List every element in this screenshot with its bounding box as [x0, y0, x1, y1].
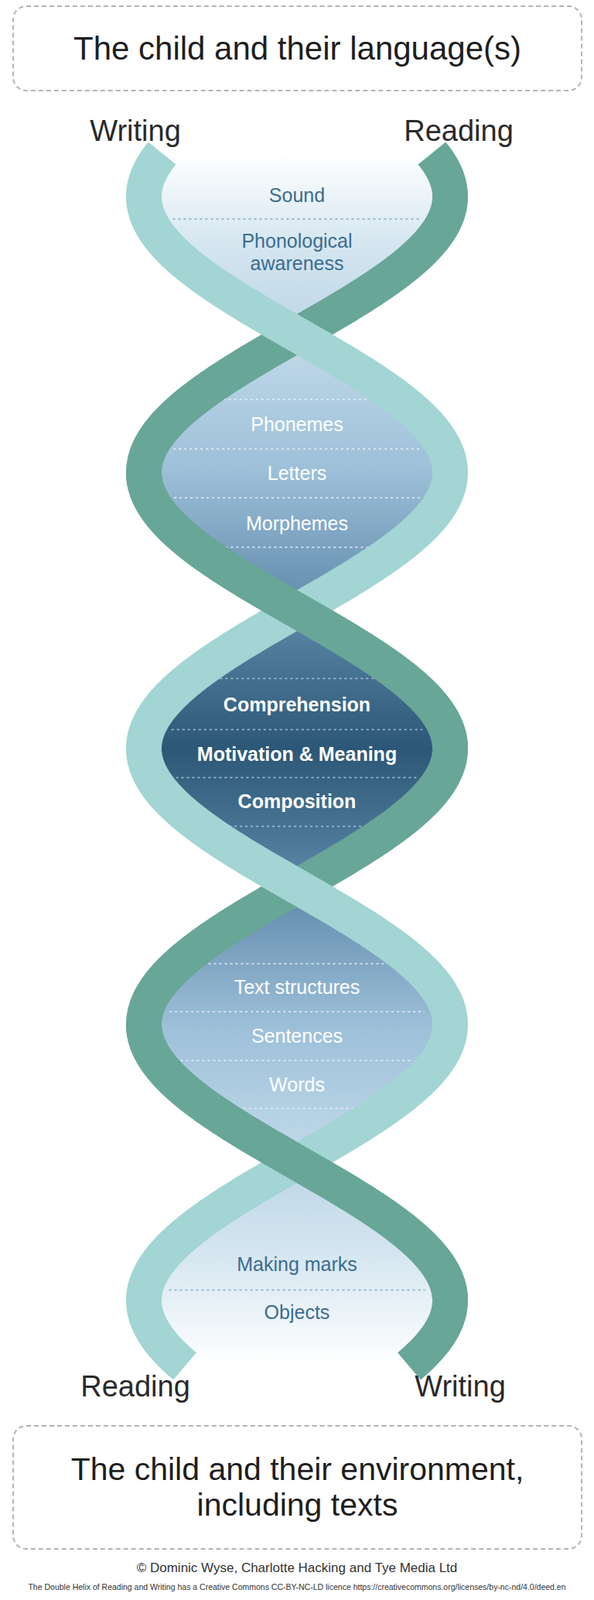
helix-rung-label: Motivation & Meaning [169, 742, 425, 765]
helix-rung-label: Sentences [180, 1024, 414, 1047]
helix-rung-label: Sound [180, 184, 414, 207]
helix-rung-band: SoundPhonological awareness [143, 153, 451, 335]
context-heading: The child and their language(s) [19, 30, 577, 67]
context-heading: The child and their environment, includi… [27, 1450, 569, 1523]
dotted-divider [173, 447, 421, 450]
dotted-divider [219, 546, 374, 548]
dotted-divider [214, 676, 379, 679]
helix-rung-band: Making marksObjects [143, 1161, 451, 1366]
helix-rung-label: Phonological awareness [219, 229, 375, 275]
helix-rung-band: PhonemesLettersMorphemes [143, 334, 451, 611]
lens-fill [143, 610, 451, 887]
helix-rung-label: Text structures [180, 975, 414, 998]
helix-rung-label: Objects [180, 1300, 414, 1323]
helix-rung-band: Text structuresSentencesWords [143, 885, 451, 1162]
dark-strand [143, 153, 451, 1366]
lens-fill [143, 885, 451, 1162]
strand-label: Reading [403, 114, 514, 148]
helix-rung-label: Phonemes [180, 413, 414, 436]
helix-rung-label: Letters [180, 461, 414, 485]
light-strand [143, 153, 451, 1366]
credit-note: The Double Helix of Reading and Writing … [1, 1580, 593, 1591]
lens-shape [143, 885, 451, 1162]
dotted-divider [169, 1287, 426, 1290]
helix-rung-label: Making marks [180, 1252, 414, 1275]
helix-rung-label: Composition [173, 789, 421, 813]
helix-rung-band: ComprehensionMotivation & MeaningComposi… [143, 610, 451, 887]
lens-fill [143, 1161, 451, 1366]
lens-fill [143, 153, 451, 335]
dotted-divider [171, 727, 423, 730]
helix-rung-label: Comprehension [173, 693, 421, 716]
dotted-divider [169, 1010, 425, 1012]
strand-label: Writing [414, 1368, 506, 1403]
helix-rung-label: Morphemes [180, 512, 414, 535]
dotted-divider [175, 775, 418, 778]
dotted-divider [218, 398, 376, 400]
credit-note: © Dominic Wyse, Charlotte Hacking and Ty… [136, 1559, 458, 1575]
dotted-divider [223, 824, 371, 827]
dotted-divider [180, 1058, 414, 1061]
dotted-divider [174, 496, 420, 499]
lens-fill [143, 334, 451, 611]
strand-label: Reading [80, 1368, 191, 1403]
strand-label: Writing [89, 114, 181, 148]
helix-rung-label: Words [180, 1072, 414, 1096]
context-box: The child and their environment, includi… [12, 1423, 583, 1549]
dotted-divider [203, 962, 392, 964]
dotted-divider [172, 218, 421, 220]
dotted-divider [232, 1106, 362, 1109]
context-box: The child and their language(s) [12, 5, 583, 92]
